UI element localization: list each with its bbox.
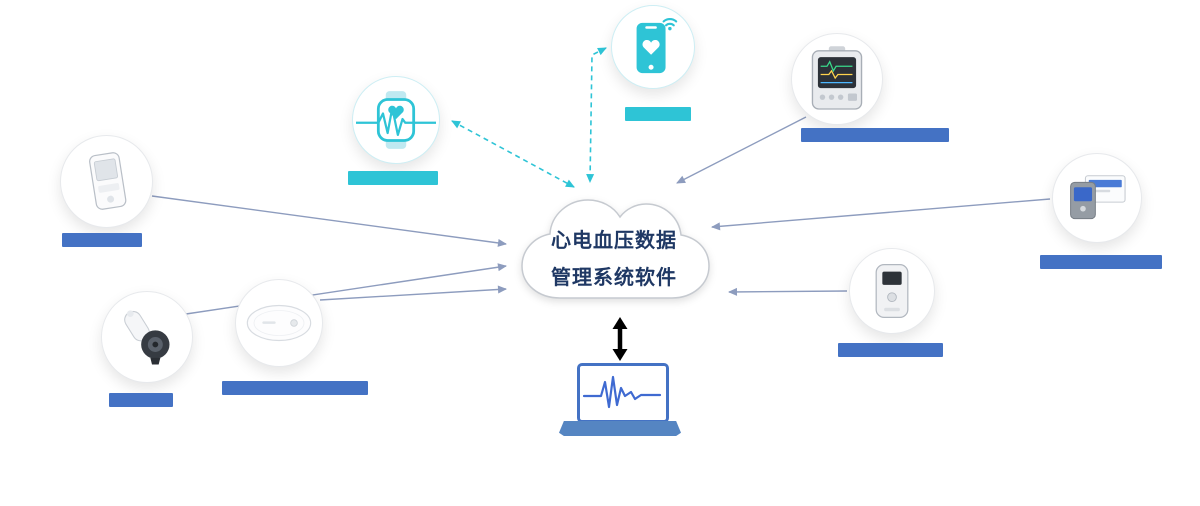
laptop-base: [559, 421, 681, 436]
cloud-title-line1: 心电血压数据: [551, 230, 677, 252]
wireless-ecg-patch-node: [235, 279, 323, 367]
patient-monitor-node: [791, 33, 883, 125]
laptop-screen: [577, 363, 669, 423]
ambulatory-bp-monitor-node: [1052, 153, 1142, 243]
holter-recorder-icon: [875, 264, 909, 318]
smartwatch-ecg-icon: [356, 91, 436, 149]
handheld-ecg-device-label-bar: [62, 233, 142, 247]
ear-thermometer-node: [101, 291, 193, 383]
bp-monitor-icon: [1070, 175, 1126, 220]
smartphone-app-node: [611, 5, 695, 89]
wireless-ecg-patch-label-bar: [222, 381, 368, 395]
connector-holter-to-cloud: [728, 287, 848, 296]
handheld-ecg-device-icon: [88, 151, 126, 210]
connector-bp-to-cloud: [711, 198, 1051, 231]
cloud-title-line2: 管理系统软件: [551, 267, 677, 289]
smartphone-app-label-bar: [625, 107, 691, 121]
ecg-patch-icon: [246, 304, 312, 342]
patient-monitor-label-bar: [801, 128, 949, 142]
smartwatch-node: [352, 76, 440, 164]
connector-phone-cloud-dashed: [586, 47, 607, 183]
connector-thermometer-to-cloud: [185, 263, 507, 315]
ear-thermometer-icon: [124, 310, 170, 365]
handheld-ecg-device-node: [60, 135, 153, 228]
connector-patch-to-cloud: [319, 285, 507, 301]
smartphone-heart-icon: [636, 18, 678, 74]
laptop-ecg-icon: [582, 375, 662, 409]
ear-thermometer-label-bar: [109, 393, 173, 407]
connector-cloud-laptop-double-arrow: [612, 317, 628, 361]
ambulatory-bp-monitor-label-bar: [1040, 255, 1162, 269]
holter-recorder-node: [849, 248, 935, 334]
holter-recorder-label-bar: [838, 343, 943, 357]
smartwatch-label-bar: [348, 171, 438, 185]
patient-monitor-icon: [811, 46, 863, 110]
connector-handheld-to-cloud: [151, 195, 507, 247]
cloud-shape: [521, 199, 710, 299]
connector-monitor-to-cloud: [676, 116, 807, 184]
cloud-title: 心电血压数据 管理系统软件: [508, 178, 720, 320]
